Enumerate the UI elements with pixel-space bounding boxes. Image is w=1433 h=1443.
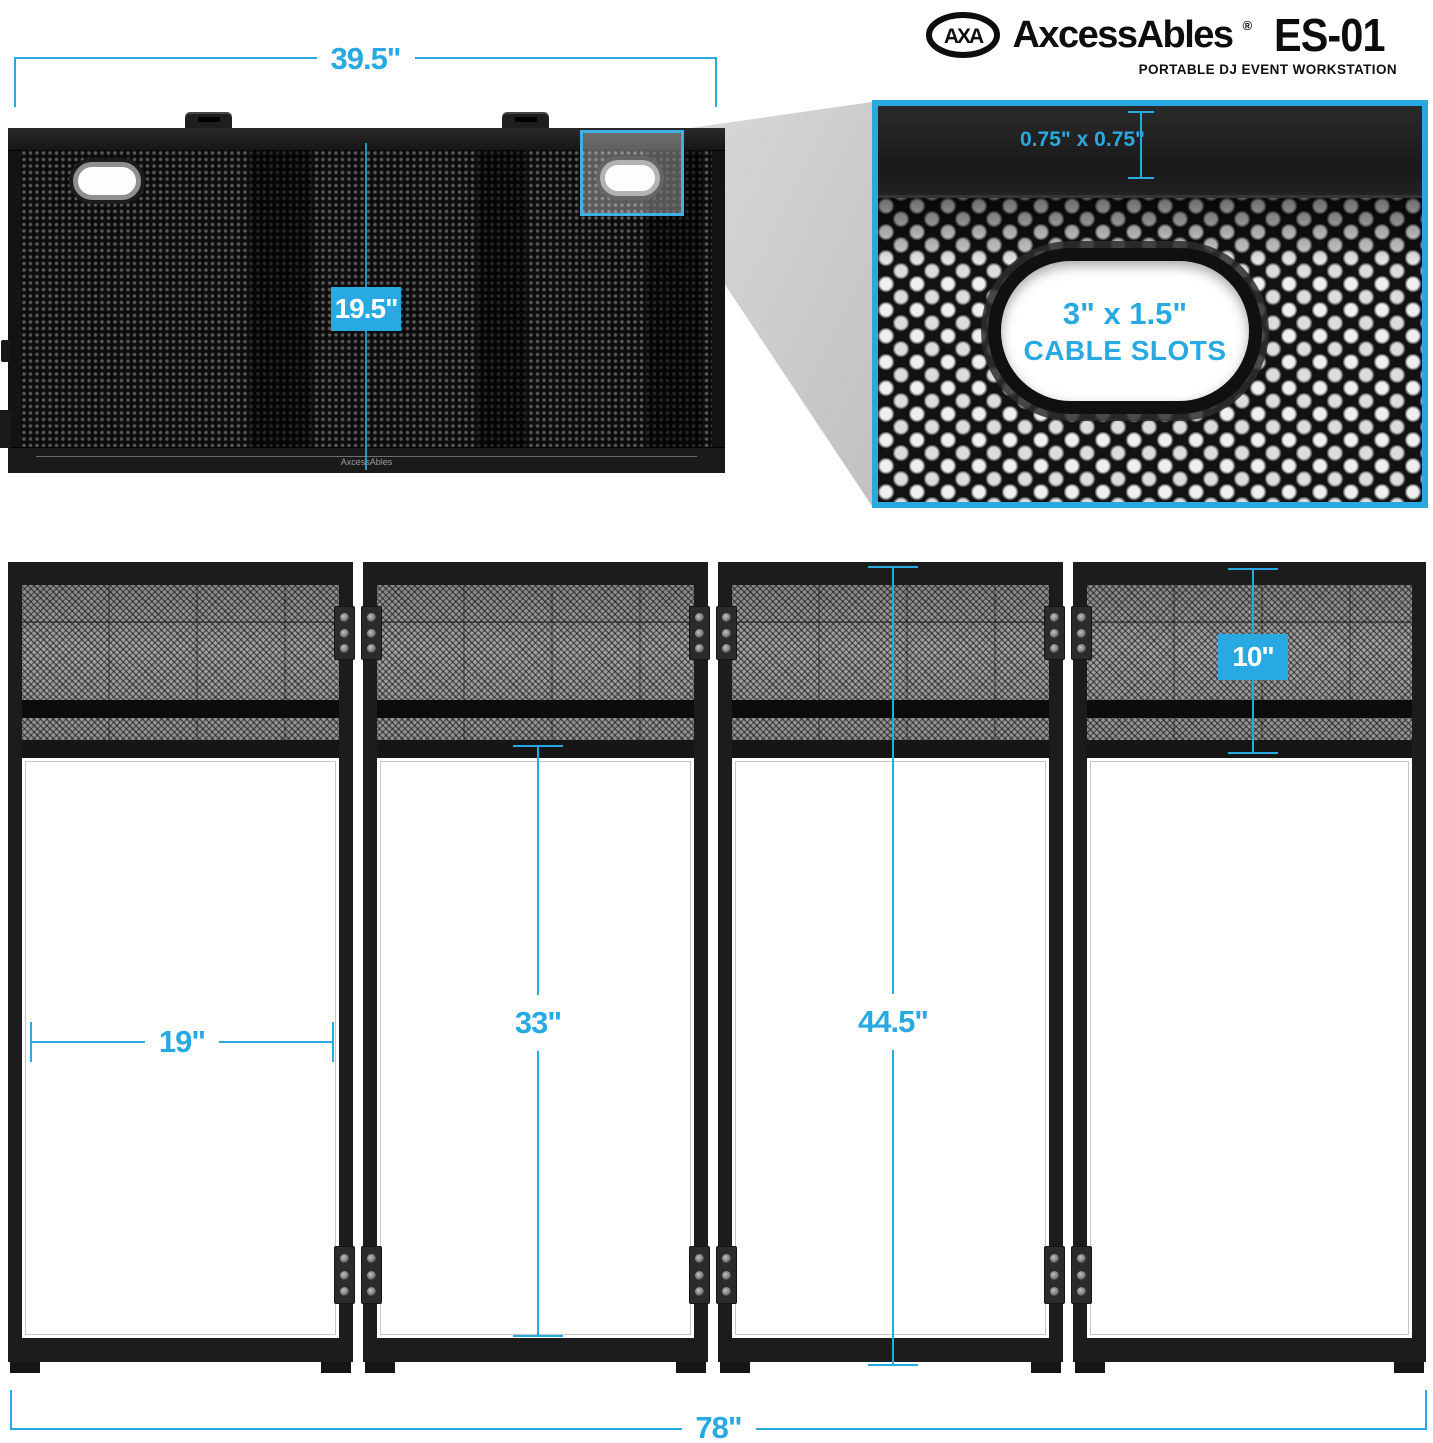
- dim-mesh-height: 10": [1218, 568, 1288, 754]
- panel-open-area: [1087, 758, 1412, 1338]
- panel-mesh-section: [22, 585, 339, 740]
- detail-inset: 0.75" x 0.75" 3" x 1.5" CABLE SLOTS: [872, 100, 1428, 508]
- brand-row: AXA AxcessAbles ® ES-01: [924, 8, 1397, 62]
- panel-mid-rail: [22, 740, 339, 758]
- hinge-icon: [1044, 606, 1092, 660]
- dim-total-width-label: 78": [681, 1410, 756, 1443]
- zoom-highlight-box: [580, 130, 684, 216]
- brand-name: AxcessAbles: [1012, 13, 1234, 56]
- registered-mark: ®: [1242, 17, 1253, 33]
- panel-mesh-section: [377, 585, 694, 740]
- fold-seam: [250, 150, 312, 448]
- panel-foot: [365, 1362, 395, 1373]
- mesh-band: [22, 700, 339, 718]
- dim-total-height: 44.5": [855, 566, 931, 1366]
- panel-foot: [1031, 1362, 1061, 1373]
- dim-folded-height-label: 19.5": [331, 287, 401, 331]
- hinge-icon: [689, 606, 737, 660]
- dim-mesh-height-label: 10": [1218, 634, 1288, 680]
- dim-folded-width-label: 39.5": [316, 41, 415, 77]
- product-tagline: PORTABLE DJ EVENT WORKSTATION: [1138, 62, 1397, 77]
- dim-inner-height: 33": [512, 745, 564, 1337]
- dim-folded-width: 39.5": [14, 41, 717, 107]
- brand-logo-icon: AXA: [926, 12, 1001, 58]
- hinge-icon: [1044, 1246, 1092, 1304]
- mount-bracket: [0, 410, 11, 448]
- panel-1: [8, 562, 353, 1373]
- hinge-icon: [334, 606, 382, 660]
- panel-foot: [720, 1362, 750, 1373]
- hinge-icon: [334, 1246, 382, 1304]
- latch-icon: [185, 112, 232, 130]
- mesh-band: [377, 700, 694, 718]
- model-number: ES-01: [1274, 9, 1385, 61]
- mount-bracket: [1, 340, 10, 362]
- panel-4: [1073, 562, 1426, 1373]
- dim-total-width: 78": [10, 1390, 1427, 1443]
- brand-header: AXA AxcessAbles ® ES-01 PORTABLE DJ EVEN…: [924, 8, 1397, 77]
- cable-slot-size: 3" x 1.5": [1062, 295, 1188, 331]
- dim-frame-size-label: 0.75" x 0.75": [1020, 128, 1146, 151]
- panel-foot: [676, 1362, 706, 1373]
- dim-panel-width-label: 19": [144, 1024, 220, 1060]
- dim-panel-width: 19": [30, 1022, 334, 1062]
- panel-foot: [10, 1362, 40, 1373]
- hinge-icon: [689, 1246, 737, 1304]
- panel-foot: [321, 1362, 351, 1373]
- panel-foot: [1394, 1362, 1424, 1373]
- handle-cutout: [73, 162, 141, 200]
- fold-seam: [477, 150, 527, 448]
- dim-total-height-label: 44.5": [855, 993, 931, 1050]
- panel-foot: [1075, 1362, 1105, 1373]
- latch-icon: [502, 112, 549, 130]
- brand-monogram: AXA: [944, 25, 984, 48]
- dim-inner-height-label: 33": [512, 995, 564, 1052]
- dim-frame-size-line: [1128, 111, 1154, 179]
- cable-slot-label: CABLE SLOTS: [1023, 334, 1227, 366]
- cable-slot-cutout: 3" x 1.5" CABLE SLOTS: [988, 248, 1262, 414]
- handle-cutout: [600, 160, 660, 196]
